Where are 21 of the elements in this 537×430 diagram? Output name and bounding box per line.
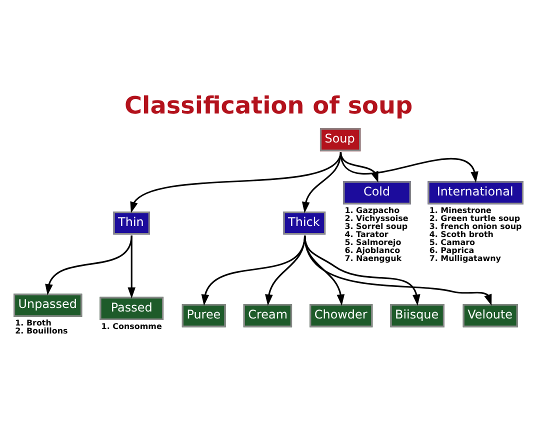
- node-label: 3. french onion soup: [429, 222, 522, 231]
- diagram-title: Classification of soup: [124, 91, 413, 120]
- node-label: 1. Gazpacho: [344, 206, 400, 215]
- node-label: 2. Bouillons: [15, 326, 68, 336]
- node-label: 2. Green turtle soup: [429, 214, 520, 223]
- node-label: 4. Tarator: [344, 230, 388, 239]
- node-label: 5. Salmorejo: [344, 238, 402, 247]
- node-label: 6. Paprica: [429, 246, 474, 255]
- node-label: 1. Consomme: [101, 321, 162, 330]
- node-label: 1. Broth: [15, 318, 52, 328]
- node-label: 3. Sorrel soup: [344, 222, 408, 231]
- node-label: 1. Minestrone: [429, 206, 492, 215]
- arrow: [45, 234, 132, 295]
- node-label: 2. Vichyssoise: [344, 214, 408, 223]
- arrow: [128, 234, 136, 298]
- arrow: [304, 234, 420, 306]
- arrow: [304, 234, 492, 306]
- node-label: 6. Ajoblanco: [344, 246, 400, 255]
- arrow: [130, 151, 342, 213]
- node-label: 4. Scoth broth: [429, 230, 494, 239]
- node-label: 5. Camaro: [429, 238, 475, 247]
